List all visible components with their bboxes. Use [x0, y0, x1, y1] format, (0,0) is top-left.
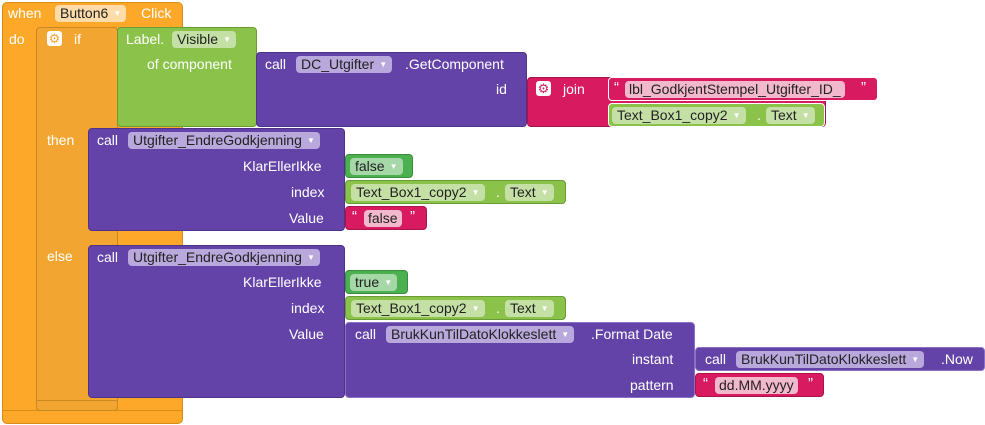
close-quote-icon: ” — [861, 79, 866, 96]
boolean-value: true — [355, 274, 380, 290]
param-index-label: index — [291, 300, 325, 316]
open-quote-icon: “ — [614, 79, 619, 96]
chevron-down-icon: ▼ — [561, 330, 570, 339]
chevron-down-icon: ▼ — [379, 60, 388, 69]
close-quote-icon: ” — [410, 208, 415, 225]
call-label: call — [705, 351, 727, 367]
component-dropdown-dc-utgifter[interactable]: DC_Utgifter ▼ — [296, 56, 393, 73]
if-block-bottom — [36, 400, 118, 411]
chevron-down-icon: ▼ — [471, 304, 480, 313]
param-klarellerikke-label: KlarEllerIkke — [243, 158, 322, 174]
boolean-dropdown[interactable]: false ▼ — [350, 158, 403, 175]
gear-icon[interactable]: ⚙ — [47, 31, 62, 46]
instant-param-label: instant — [632, 351, 674, 367]
text-property-dropdown[interactable]: Text ▼ — [505, 184, 554, 201]
param-klarellerikke-label: KlarEllerIkke — [243, 274, 322, 290]
textbox-dropdown[interactable]: Text_Box1_copy2 ▼ — [612, 107, 746, 124]
procedure-dropdown[interactable]: Utgifter_EndreGodkjenning ▼ — [128, 249, 320, 266]
chevron-down-icon: ▼ — [471, 188, 480, 197]
call-label: call — [97, 132, 119, 148]
then-label: then — [47, 132, 75, 148]
dot-label: . — [496, 184, 500, 200]
format-method-label: .Format Date — [591, 326, 673, 342]
chevron-down-icon: ▼ — [389, 162, 398, 171]
event-block-bottom — [2, 410, 183, 424]
else-label: else — [47, 248, 73, 264]
chevron-down-icon: ▼ — [540, 188, 549, 197]
textbox-name: Text_Box1_copy2 — [617, 107, 728, 123]
textbox-dropdown[interactable]: Text_Box1_copy2 ▼ — [351, 300, 485, 317]
textbox-name: Text_Box1_copy2 — [356, 184, 467, 200]
chevron-down-icon: ▼ — [384, 278, 393, 287]
call-label: call — [265, 56, 287, 72]
component-dropdown-button6[interactable]: Button6 ▼ — [55, 5, 127, 22]
boolean-value: false — [355, 158, 385, 174]
method-label: .GetComponent — [405, 56, 504, 72]
chevron-down-icon: ▼ — [306, 253, 315, 262]
param-index-label: index — [291, 184, 325, 200]
clock-component-dropdown[interactable]: BrukKunTilDatoKlokkeslett ▼ — [386, 326, 575, 343]
textbox-dropdown[interactable]: Text_Box1_copy2 ▼ — [351, 184, 485, 201]
open-quote-icon: “ — [703, 375, 708, 392]
text-property-dropdown[interactable]: Text ▼ — [505, 300, 554, 317]
param-value-label: Value — [289, 326, 324, 342]
property-name: Text — [771, 107, 797, 123]
property-name: Text — [510, 184, 536, 200]
open-quote-icon: “ — [352, 208, 357, 225]
chevron-down-icon: ▼ — [306, 136, 315, 145]
chevron-down-icon: ▼ — [540, 304, 549, 313]
property-name: Text — [510, 300, 536, 316]
property-dropdown-visible[interactable]: Visible ▼ — [172, 31, 236, 48]
else-procedure-call-block[interactable] — [88, 245, 345, 398]
if-label: if — [74, 31, 81, 47]
boolean-dropdown[interactable]: true ▼ — [350, 274, 398, 291]
call-label: call — [355, 326, 377, 342]
procedure-name: Utgifter_EndreGodkjenning — [133, 249, 302, 265]
now-method-label: .Now — [941, 351, 973, 367]
dot-label: . — [757, 107, 761, 123]
gear-icon[interactable]: ⚙ — [536, 81, 551, 96]
when-label: when — [8, 5, 42, 21]
call-label: call — [97, 249, 119, 265]
clock-component-dropdown[interactable]: BrukKunTilDatoKlokkeslett ▼ — [736, 351, 925, 368]
chevron-down-icon: ▼ — [113, 9, 122, 18]
component-name: BrukKunTilDatoKlokkeslett — [741, 351, 907, 367]
component-type-label: Label. — [126, 31, 165, 47]
id-param-label: id — [496, 81, 507, 97]
text-property-dropdown[interactable]: Text ▼ — [766, 107, 815, 124]
pattern-param-label: pattern — [630, 377, 674, 393]
component-name: Button6 — [60, 5, 109, 21]
do-label: do — [9, 31, 25, 47]
procedure-dropdown[interactable]: Utgifter_EndreGodkjenning ▼ — [128, 132, 320, 149]
join-label: join — [563, 81, 585, 97]
chevron-down-icon: ▼ — [801, 111, 810, 120]
string-value[interactable]: lbl_GodkjentStempel_Utgifter_ID_ — [625, 81, 845, 98]
string-value[interactable]: false — [364, 210, 402, 227]
textbox-name: Text_Box1_copy2 — [356, 300, 467, 316]
component-name: BrukKunTilDatoKlokkeslett — [391, 326, 557, 342]
procedure-name: Utgifter_EndreGodkjenning — [133, 132, 302, 148]
of-component-label: of component — [147, 56, 232, 72]
dot-label: . — [496, 300, 500, 316]
param-value-label: Value — [289, 210, 324, 226]
component-name: DC_Utgifter — [301, 56, 375, 72]
event-name-label: Click — [141, 5, 172, 21]
property-name: Visible — [177, 31, 218, 47]
string-value[interactable]: dd.MM.yyyy — [715, 377, 798, 394]
chevron-down-icon: ▼ — [911, 355, 920, 364]
close-quote-icon: ” — [808, 375, 813, 392]
chevron-down-icon: ▼ — [732, 111, 741, 120]
chevron-down-icon: ▼ — [223, 35, 231, 44]
